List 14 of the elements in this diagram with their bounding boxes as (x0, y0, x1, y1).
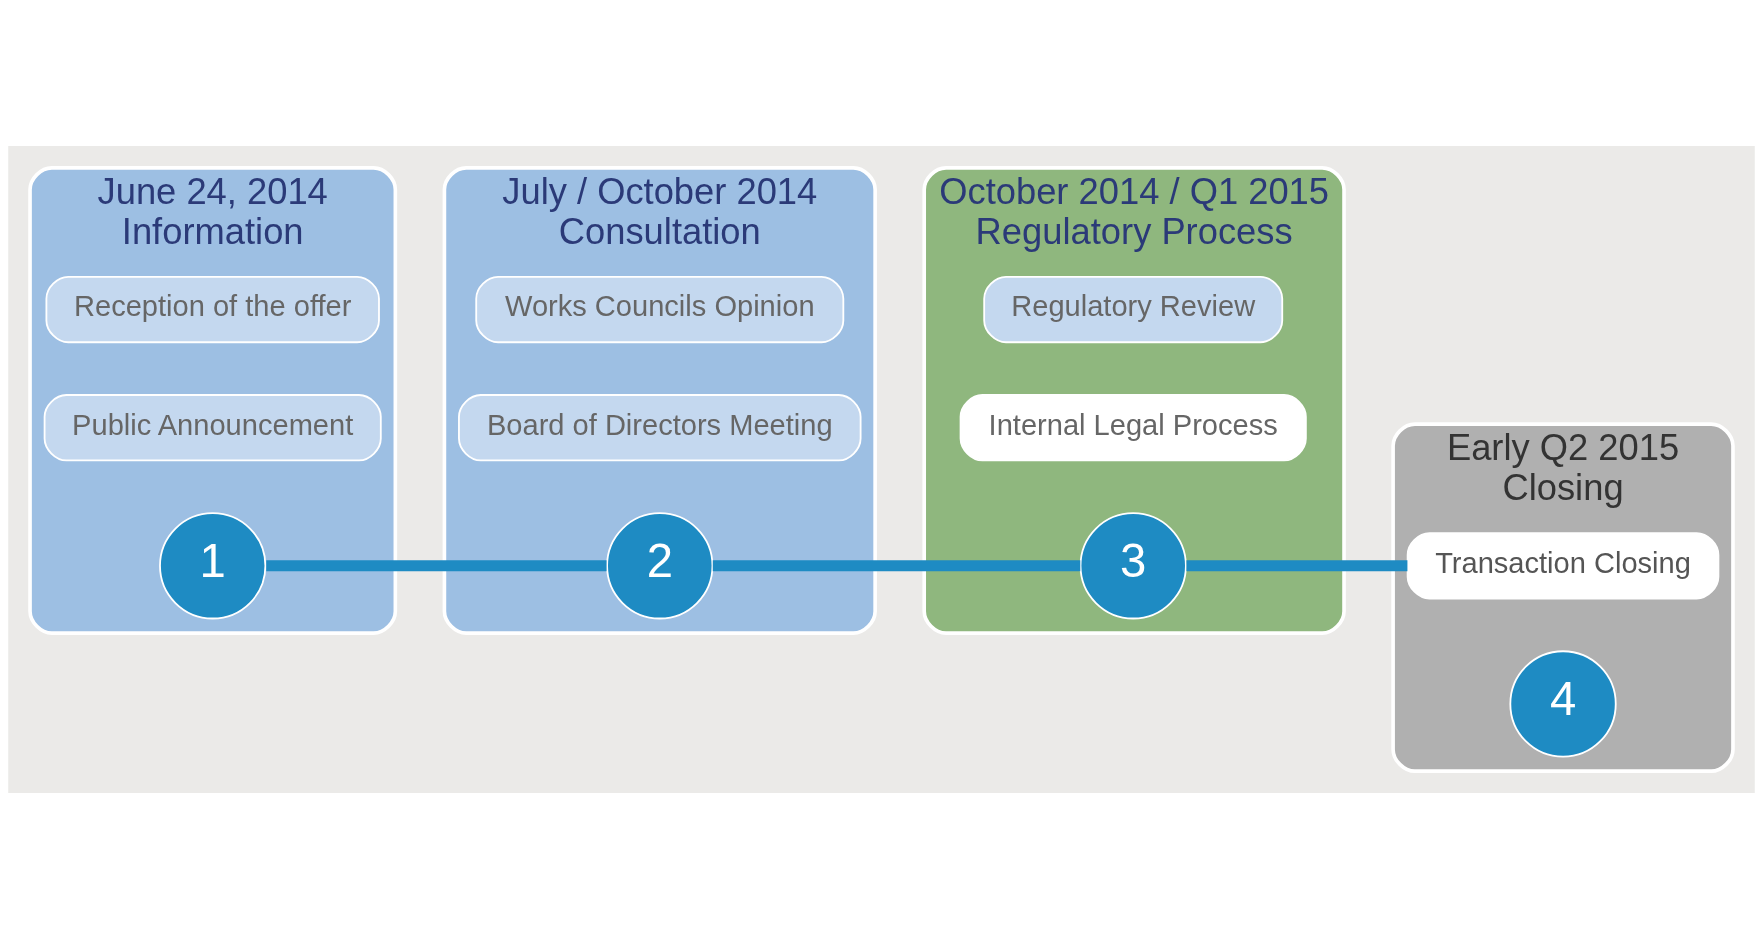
node-box: Public Announcement (43, 393, 382, 461)
node-box: Internal Legal Process (959, 393, 1307, 461)
node-box: Reception of the offer (45, 275, 380, 343)
node-circle: 3 (1079, 511, 1187, 619)
node-circle: 1 (159, 511, 267, 619)
node-box: Board of Directors Meeting (458, 393, 862, 461)
connector (712, 559, 1081, 571)
node-circle: 4 (1509, 649, 1617, 758)
node-box: Transaction Closing (1406, 531, 1720, 599)
node-box: Works Councils Opinion (475, 275, 845, 343)
node-box: Regulatory Review (983, 275, 1284, 343)
connector (266, 559, 607, 571)
connector (1186, 559, 1408, 571)
node-circle: 2 (606, 511, 714, 619)
